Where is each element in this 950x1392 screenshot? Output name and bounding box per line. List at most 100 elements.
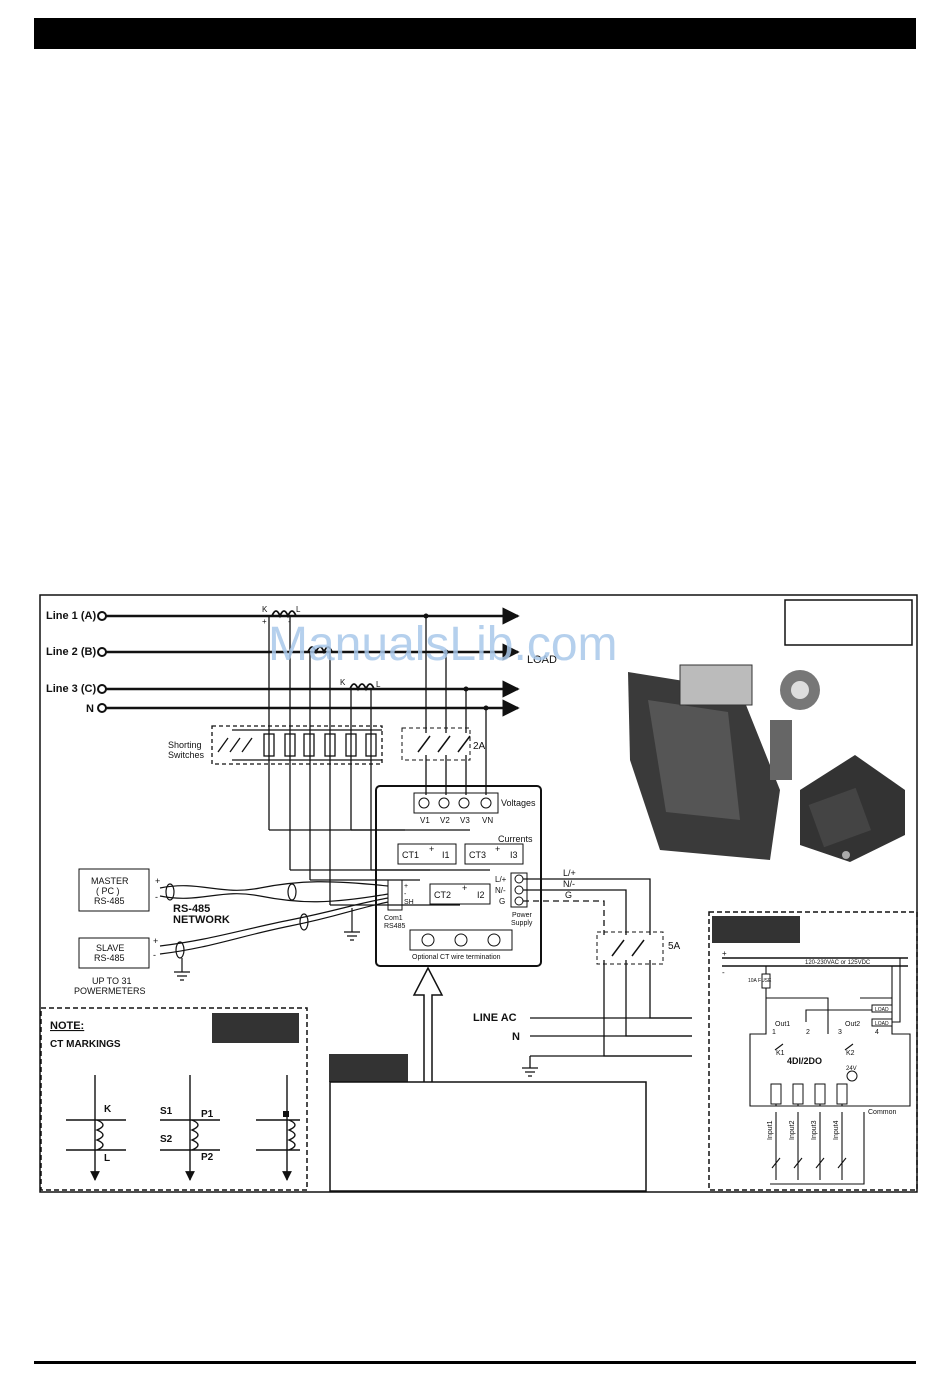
line2-label: Line 2 (B)	[46, 646, 96, 658]
io-out2: Out2	[845, 1021, 860, 1028]
master-label-1: MASTER	[91, 876, 129, 886]
com1-terminal	[387, 879, 403, 911]
supply-lp: L/+	[563, 868, 576, 878]
ct3-label: CT3	[469, 850, 486, 860]
supply-label: Supply	[511, 920, 533, 927]
ct3-l-label: L	[376, 680, 381, 689]
com1-label: Com1	[384, 915, 403, 922]
i1-label: I1	[442, 850, 450, 860]
io-out1: Out1	[775, 1021, 790, 1028]
io-input-switches	[771, 1157, 847, 1169]
phase-lines	[104, 607, 520, 717]
io-tab	[712, 916, 800, 943]
com1-sub-label: RS485	[384, 923, 406, 930]
rs485-cables	[159, 881, 389, 981]
io-supply-label: 120-230VAC or 125VDC	[805, 960, 871, 966]
io-load-1: LOAD	[875, 1007, 889, 1013]
ct-wires	[268, 616, 490, 906]
currents-label: Currents	[498, 834, 533, 844]
ct1-block	[397, 843, 457, 865]
vn-label: VN	[482, 816, 493, 825]
voltage-taps	[425, 616, 487, 795]
ground-symbol	[522, 1067, 538, 1077]
line-ac-n-label: N	[512, 1031, 520, 1043]
io-input4: Input4	[833, 1120, 840, 1140]
io-module-image	[800, 755, 905, 862]
i2-label: I2	[477, 890, 485, 900]
i3-label: I3	[510, 850, 518, 860]
ct1-plus: +	[429, 844, 434, 854]
meter-nm: N/-	[495, 886, 506, 895]
io-load-2: LOAD	[875, 1021, 889, 1027]
shorting-label-2: Switches	[168, 750, 205, 760]
supply-wires	[523, 878, 692, 1068]
line-ac-label: LINE AC	[473, 1012, 517, 1024]
io-k1: K1	[776, 1050, 785, 1057]
voltages-label: Voltages	[501, 798, 536, 808]
line1-label: Line 1 (A)	[46, 610, 96, 622]
line3-label: Line 3 (C)	[46, 683, 96, 695]
note-title: NOTE:	[50, 1020, 84, 1032]
callout-arrow	[412, 966, 444, 1082]
com1-pins: +-SH	[404, 883, 414, 906]
ct-coils	[271, 610, 375, 692]
supply-g: G	[565, 890, 572, 900]
voltage-fuse-box	[401, 727, 471, 761]
ct2-label: CT2	[434, 890, 451, 900]
io-panel	[708, 911, 918, 1191]
rs485-network-1: RS-485	[173, 903, 210, 915]
io-minus: -	[722, 968, 725, 977]
ct1-k-label: K	[262, 605, 268, 614]
io-resistors	[761, 973, 893, 1105]
supply-terminals	[514, 874, 524, 906]
voltage-terminal-block	[413, 792, 499, 814]
ct-marking-symbols	[66, 1075, 300, 1181]
ct2-block	[429, 883, 491, 905]
meter-lp: L/+	[495, 875, 507, 884]
neutral-label: N	[86, 703, 94, 715]
io-24v: 24V	[846, 1066, 857, 1072]
note-k: K	[104, 1104, 112, 1115]
optional-ct-terminals	[421, 933, 501, 947]
io-wiring	[722, 957, 911, 1185]
slave-label-2: RS-485	[94, 953, 125, 963]
up-to-label-1: UP TO 31	[92, 976, 132, 986]
note-p2: P2	[201, 1152, 214, 1163]
rs485-network-2: NETWORK	[173, 914, 230, 926]
note-p1: P1	[201, 1109, 214, 1120]
model-label-box	[784, 599, 913, 646]
optional-ct-label: Optional CT wire termination	[412, 954, 501, 961]
ct1-l-label: L	[296, 605, 301, 614]
ct1-plus: +	[262, 617, 267, 626]
note-s2: S2	[160, 1134, 173, 1145]
up-to-label-2: POWERMETERS	[74, 986, 146, 996]
v1-label: V1	[420, 816, 430, 825]
v3-label: V3	[460, 816, 470, 825]
header-bar	[34, 18, 916, 49]
watermark: ManualsLib.com	[268, 618, 618, 671]
io-t1: 1	[772, 1029, 776, 1036]
supply-fuse-rating: 5A	[668, 941, 681, 952]
note-panel	[40, 1007, 308, 1191]
voltage-fuse-rating: 2A	[473, 741, 486, 752]
line-terminals	[97, 611, 107, 713]
v2-label: V2	[440, 816, 450, 825]
ct2-plus: +	[462, 883, 467, 893]
diagram-frame	[39, 594, 918, 1193]
callout-tab	[329, 1054, 408, 1082]
master-minus: -	[155, 892, 158, 902]
io-input1: Input1	[767, 1120, 774, 1140]
io-t3: 3	[838, 1029, 842, 1036]
load-label: LOAD	[527, 654, 557, 666]
voltage-terminals	[418, 797, 492, 809]
voltage-fuse-switches	[417, 735, 471, 753]
slave-minus: -	[153, 950, 156, 960]
meter-box	[375, 785, 542, 967]
io-t2: 2	[806, 1029, 810, 1036]
tap-dots	[423, 613, 489, 711]
ct3-block	[464, 843, 524, 865]
shorting-switches	[211, 725, 383, 765]
slave-plus: +	[153, 936, 158, 946]
ct3-plus: +	[495, 844, 500, 854]
master-box	[78, 868, 150, 912]
